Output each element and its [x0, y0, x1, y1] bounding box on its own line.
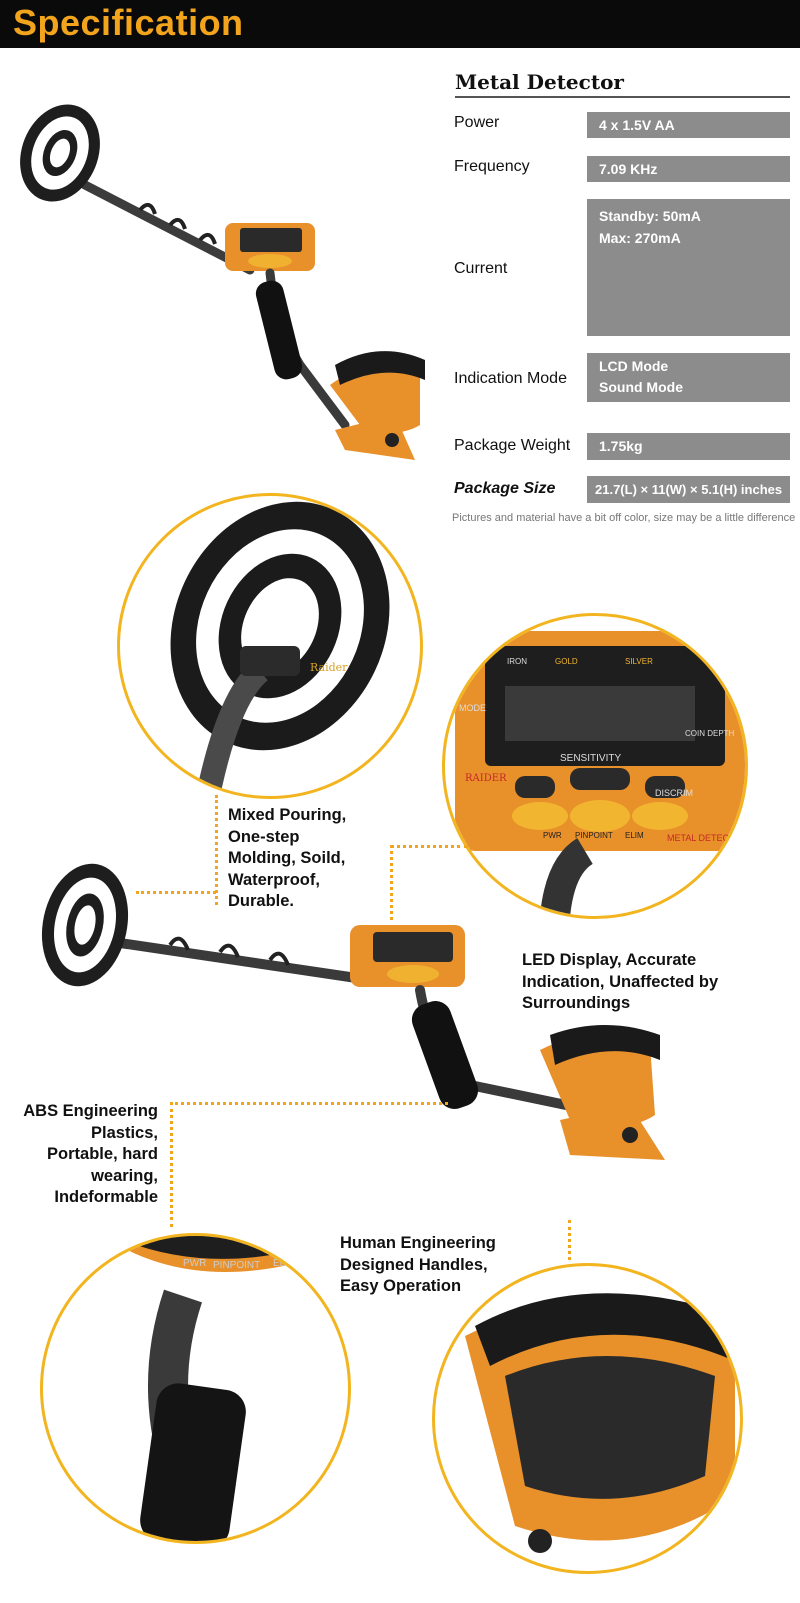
panel-mode-label: MODE — [459, 703, 486, 713]
caption-coil-line5: Durable. — [228, 892, 295, 910]
panel-elim-label: ELIM — [625, 831, 644, 840]
spec-label-current: Current — [454, 260, 508, 277]
panel-coin-depth-label: COIN DEPTH — [685, 729, 735, 738]
caption-coil-line1: Mixed Pouring, — [228, 806, 347, 824]
panel-discrim-label: DISCRIM — [655, 788, 693, 798]
spec-value-indication: LCD Mode Sound Mode — [587, 353, 790, 402]
coil-brand-text: Raider — [310, 661, 348, 674]
spec-label-weight: Package Weight — [454, 437, 571, 454]
spec-value-indication-line2: Sound Mode — [599, 379, 683, 395]
spec-value-size: 21.7(L) × 11(W) × 5.1(H) inches — [587, 476, 790, 503]
caption-plastics: ABS Engineering Plastics, Portable, hard… — [0, 1101, 158, 1209]
spec-value-weight: 1.75kg — [587, 433, 790, 460]
leader-handle-vertical — [568, 1220, 571, 1260]
spec-value-power: 4 x 1.5V AA — [587, 112, 790, 138]
leader-plastics-horizontal — [170, 1102, 448, 1105]
caption-display-line2: Indication, Unaffected by — [522, 972, 719, 991]
caption-handle-line3: Easy Operation — [340, 1277, 462, 1295]
caption-plastics-line4: wearing, — [91, 1166, 158, 1185]
detector-photo-middle — [41, 863, 665, 1160]
grip-elim-label: ELIM — [273, 1258, 296, 1269]
coil-zoom: Raider — [117, 493, 423, 799]
leader-coil-horizontal — [136, 891, 216, 894]
leader-plastics-vertical — [170, 1102, 173, 1227]
panel-silver-label: SILVER — [625, 657, 653, 666]
caption-coil-line2: One-step — [228, 827, 300, 846]
panel-metal-detector-label: METAL DETECTOR — [667, 833, 745, 843]
caption-plastics-line5: Indeformable — [54, 1188, 158, 1206]
panel-pinpoint-label: PINPOINT — [575, 831, 613, 840]
spec-label-frequency: Frequency — [454, 158, 530, 175]
grip-zoom: PWR PINPOINT ELIM — [40, 1233, 351, 1544]
grip-pinpoint-label: PINPOINT — [213, 1260, 260, 1271]
panel-brand-label: RAIDER — [465, 773, 507, 784]
panel-sensitivity-label: SENSITIVITY — [560, 753, 621, 764]
detector-photo-top — [20, 104, 425, 460]
spec-value-current-line2: Max: 270mA — [599, 230, 681, 246]
panel-gold-label: GOLD — [555, 657, 578, 666]
caption-handle-line1: Human Engineering — [340, 1234, 496, 1252]
page-title: Specification — [13, 2, 244, 43]
display-zoom: IRON GOLD SILVER MODE SENSITIVITY DISCRI… — [442, 613, 748, 919]
spec-value-current-line1: Standby: 50mA — [599, 208, 701, 224]
caption-coil-line4: Waterproof, — [228, 870, 320, 889]
caption-coil: Mixed Pouring, One-step Molding, Soild, … — [228, 805, 346, 913]
caption-display: LED Display, Accurate Indication, Unaffe… — [522, 950, 718, 1015]
spec-value-indication-line1: LCD Mode — [599, 358, 669, 374]
spec-label-size: Package Size — [454, 480, 556, 497]
spec-title: Metal Detector — [455, 70, 624, 94]
spec-divider — [455, 96, 790, 98]
panel-iron-label: IRON — [507, 657, 527, 666]
spec-label-power: Power — [454, 114, 500, 131]
spec-value-frequency: 7.09 KHz — [587, 156, 790, 182]
header-bar: Specification — [0, 0, 800, 48]
spec-label-indication: Indication Mode — [454, 370, 567, 387]
leader-display-vertical — [390, 845, 393, 920]
disclaimer-note: Pictures and material have a bit off col… — [452, 512, 796, 524]
caption-plastics-line1: ABS Engineering — [23, 1102, 158, 1120]
leader-display-horizontal — [390, 845, 468, 848]
armrest-zoom — [432, 1263, 743, 1574]
caption-handle: Human Engineering Designed Handles, Easy… — [340, 1233, 496, 1298]
panel-pwr-label: PWR — [543, 831, 562, 840]
caption-display-line3: Surroundings — [522, 994, 631, 1012]
leader-coil-vertical — [215, 795, 218, 905]
grip-pwr-label: PWR — [183, 1258, 206, 1269]
caption-coil-line3: Molding, Soild, — [228, 849, 346, 867]
caption-handle-line2: Designed Handles, — [340, 1255, 488, 1274]
caption-plastics-line2: Plastics, — [91, 1123, 158, 1142]
caption-plastics-line3: Portable, hard — [47, 1145, 158, 1163]
spec-value-current: Standby: 50mA Max: 270mA — [587, 199, 790, 336]
caption-display-line1: LED Display, Accurate — [522, 951, 697, 969]
